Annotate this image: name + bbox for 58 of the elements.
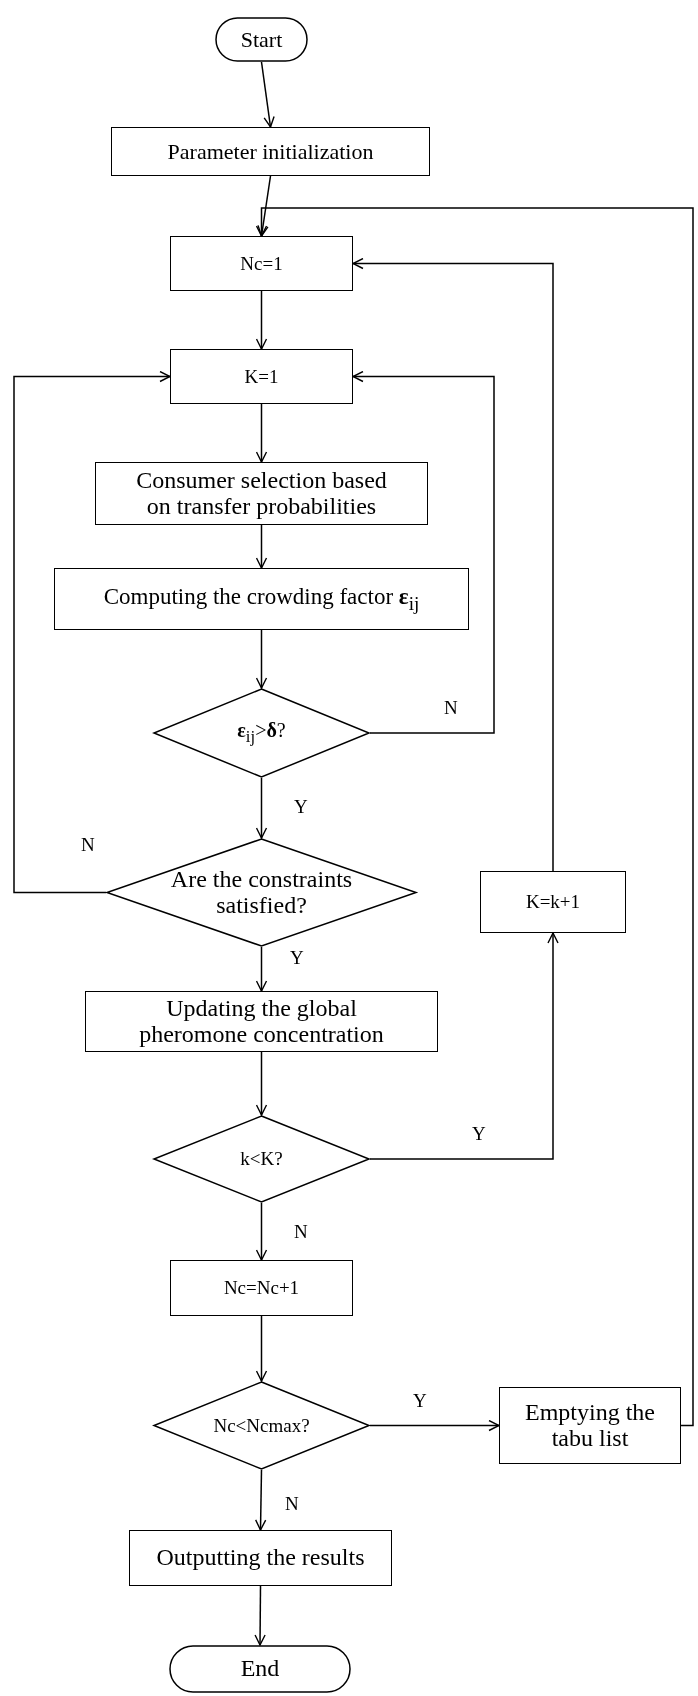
edge-label: Y bbox=[472, 1124, 486, 1143]
arrow bbox=[352, 370, 495, 734]
node-text: Parameter initialization bbox=[167, 139, 374, 164]
node-text: Nc=1 bbox=[240, 253, 283, 274]
process-box bbox=[170, 349, 353, 404]
arrow bbox=[260, 61, 275, 128]
edge-label: N bbox=[81, 835, 95, 854]
node-text: Consumer selection based on transfer probabilities bbox=[135, 468, 388, 519]
process-box bbox=[170, 1260, 353, 1316]
process-box bbox=[111, 127, 430, 176]
node-text: ε$_{ij}$>δ? bbox=[237, 720, 286, 746]
end-terminal bbox=[169, 1645, 351, 1693]
arrow bbox=[255, 777, 268, 839]
arrow bbox=[255, 403, 268, 463]
node-text: Emptying the tabu list bbox=[524, 1400, 656, 1451]
arrow bbox=[352, 257, 554, 872]
node-text: Start bbox=[240, 27, 283, 52]
node-text: Updating the global pheromone concentration bbox=[138, 996, 385, 1047]
node-text: Outputting the results bbox=[156, 1545, 365, 1571]
arrow bbox=[255, 946, 268, 992]
process-box bbox=[480, 871, 626, 933]
edge-label: N bbox=[294, 1222, 308, 1241]
start-terminal bbox=[215, 17, 308, 62]
arrow bbox=[13, 370, 171, 894]
edge-label: N bbox=[285, 1494, 299, 1513]
node-text: Nc=Nc+1 bbox=[223, 1278, 300, 1298]
node-text: Are the constraints satisfied? bbox=[169, 867, 354, 918]
arrow bbox=[254, 1469, 267, 1531]
edge-label: Y bbox=[290, 948, 304, 967]
arrow bbox=[369, 1419, 500, 1432]
process-box bbox=[170, 236, 353, 291]
arrow bbox=[255, 1051, 268, 1116]
decision-diamond bbox=[106, 838, 417, 947]
process-box bbox=[95, 462, 428, 525]
node-text: K=k+1 bbox=[525, 892, 581, 912]
node-text: End bbox=[240, 1656, 280, 1682]
process-box bbox=[54, 568, 469, 630]
edge-label: Y bbox=[413, 1391, 427, 1410]
arrow bbox=[369, 932, 559, 1160]
arrow bbox=[255, 290, 268, 350]
arrow bbox=[255, 1202, 268, 1261]
node-text: k<K? bbox=[240, 1149, 283, 1169]
node-text: Nc<Ncmax? bbox=[213, 1415, 310, 1436]
decision-diamond bbox=[153, 1115, 370, 1203]
decision-diamond bbox=[153, 1381, 370, 1470]
arrow bbox=[254, 1585, 266, 1646]
process-box bbox=[499, 1387, 681, 1464]
edge-label: N bbox=[444, 698, 458, 717]
process-box bbox=[85, 991, 438, 1052]
arrow bbox=[255, 1315, 268, 1382]
decision-diamond bbox=[153, 688, 370, 778]
process-box bbox=[129, 1530, 392, 1586]
arrow bbox=[255, 207, 694, 1427]
node-text: Computing the crowding factor ε$_{ij}$ bbox=[103, 584, 420, 614]
arrow bbox=[255, 629, 268, 689]
edge-label: Y bbox=[294, 797, 308, 816]
node-text: K=1 bbox=[244, 366, 279, 387]
arrow bbox=[255, 524, 268, 569]
